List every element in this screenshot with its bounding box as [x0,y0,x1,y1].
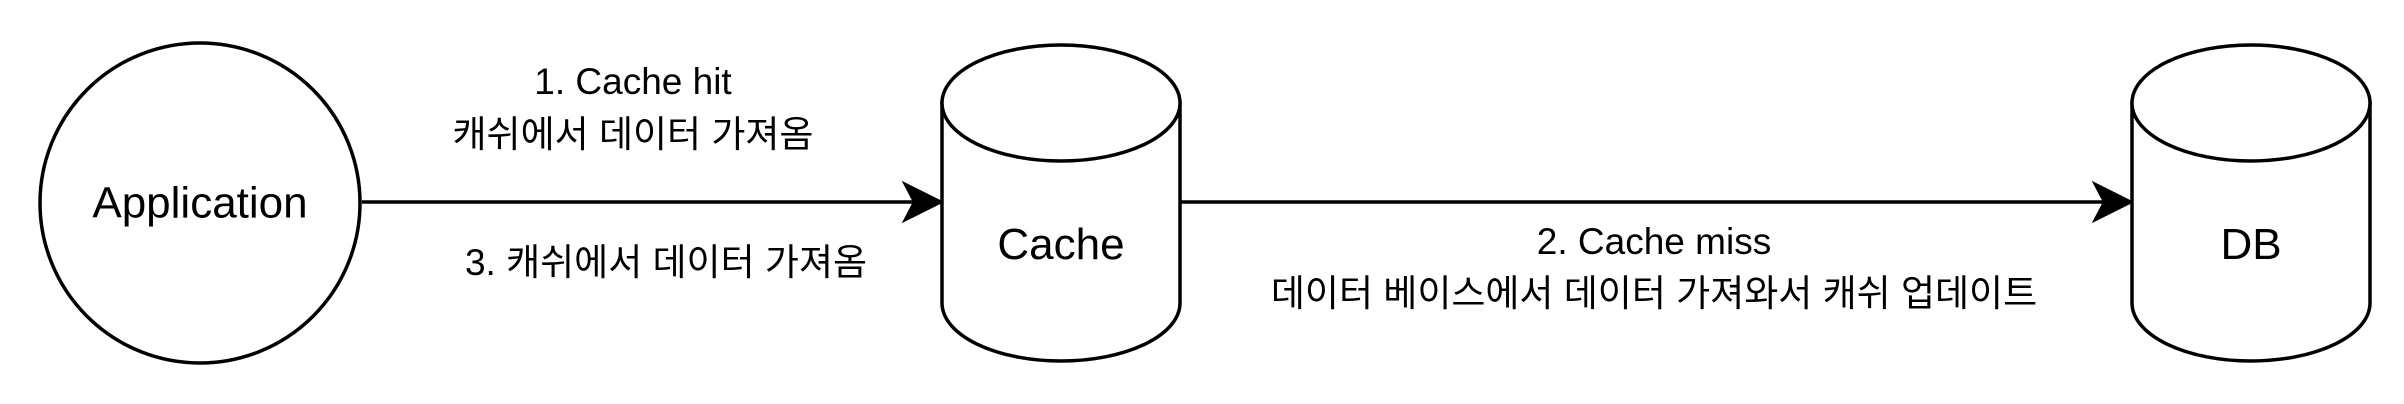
edge-label-cache-miss-desc: 데이터 베이스에서 데이터 가져와서 캐쉬 업데이트 [1271,273,2037,314]
db-cylinder-top [2130,43,2372,163]
application-circle [38,41,362,365]
cache-cylinder-body [940,101,1182,363]
application-label: Application [92,179,307,228]
arrowhead-to-db [2091,180,2135,224]
arrowhead-to-cache [901,180,945,224]
cache-cylinder-top [940,43,1182,163]
application-node: Application [38,41,362,365]
db-node: DB [2130,43,2372,363]
edge-cache-to-db: 2. Cache miss 데이터 베이스에서 데이터 가져와서 캐쉬 업데이트 [1180,180,2135,314]
edge-label-fetch-from-cache: 3. 캐쉬에서 데이터 가져옴 [465,242,867,283]
cache-label: Cache [997,220,1124,269]
db-label: DB [2220,220,2281,269]
cache-node: Cache [940,43,1182,363]
edge-label-cache-hit-desc: 캐쉬에서 데이터 가져옴 [453,114,814,155]
edge-label-cache-miss: 2. Cache miss [1537,221,1771,262]
db-cylinder-body [2130,101,2372,363]
edge-application-to-cache: 1. Cache hit 캐쉬에서 데이터 가져옴 3. 캐쉬에서 데이터 가져… [362,61,945,283]
edge-label-cache-hit: 1. Cache hit [534,61,732,102]
